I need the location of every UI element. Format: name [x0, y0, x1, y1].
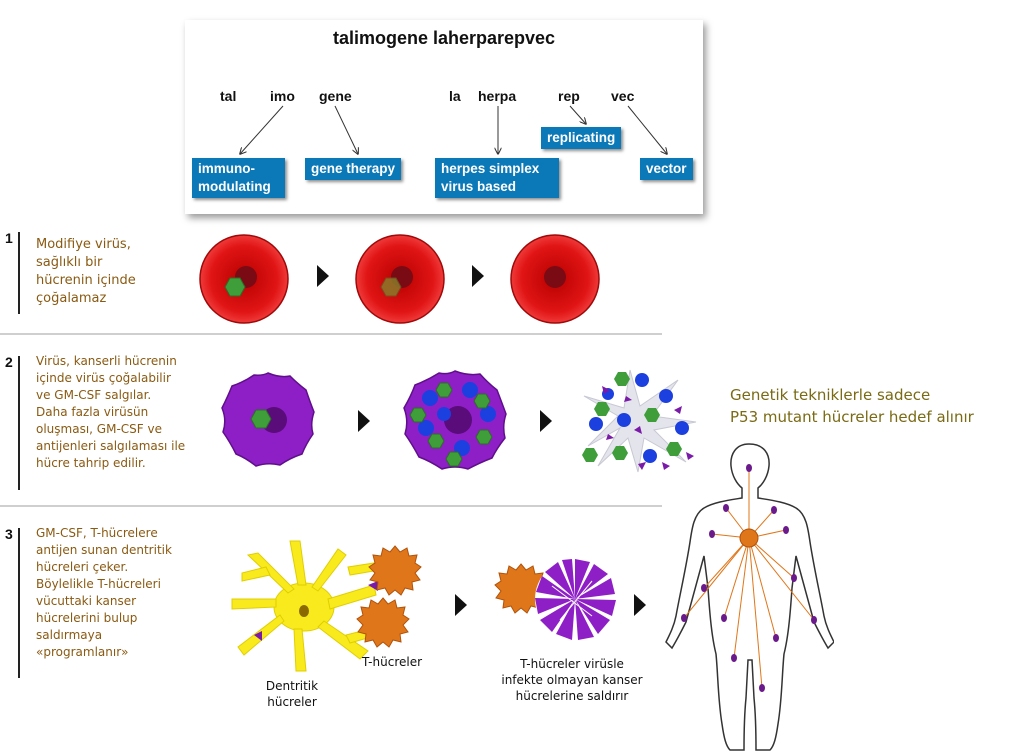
step-1-arrow-2 — [472, 265, 484, 287]
step-2-arrow-2 — [540, 410, 552, 432]
healthy-cell-with-virus — [199, 234, 289, 324]
syllable-herpa: herpa — [478, 88, 517, 104]
step-3-line: hücreleri çeker. — [36, 560, 129, 574]
box-replicating: replicating — [541, 127, 622, 149]
dendritic-label: Dentritik hücreler — [252, 678, 332, 710]
box-herpes-line-2: virus based — [441, 179, 517, 194]
healthy-cell-clear — [510, 234, 600, 324]
step-3-line: antijen sunan dentritik — [36, 543, 172, 557]
dendritic-label-line-1: Dentritik — [265, 679, 319, 693]
step-2-bar — [18, 356, 20, 490]
step-2-line: antijenleri salgılaması ile — [36, 439, 186, 453]
attack-caption-line-1: T-hücreler virüsle — [520, 657, 624, 671]
t-cell-1 — [368, 545, 422, 596]
box-immunomodulating-line-1: immuno- — [198, 161, 255, 176]
step-1-line: sağlıklı bir — [36, 255, 103, 270]
divider-2 — [0, 505, 662, 507]
header-title: talimogene laherparepvec — [332, 28, 556, 48]
step-1-bar — [18, 232, 20, 314]
step-1-arrow-1 — [317, 265, 329, 287]
box-immunomodulating: immuno- modulating — [192, 158, 285, 198]
box-gene-therapy: gene therapy — [305, 158, 402, 180]
step-3-line: hücrelerini bulup — [36, 611, 138, 625]
step-2-number: 2 — [5, 354, 13, 370]
step-3-line: «programlanır» — [36, 645, 129, 659]
human-body-outline — [665, 443, 834, 751]
box-herpes-line-1: herpes simplex — [441, 161, 540, 176]
step-2-line: oluşması, GM-CSF ve — [36, 422, 162, 436]
step-3-arrow-2 — [634, 594, 646, 616]
cancer-cell-lysed — [582, 369, 697, 473]
syllable-imo: imo — [270, 88, 295, 104]
step-3-bar — [18, 528, 20, 678]
genetic-note-line-1: Genetik tekniklerle sadece — [730, 386, 931, 404]
step-2-line: ve GM-CSF salgılar. — [36, 388, 152, 402]
step-2-text: Virüs, kanserli hücrenin içinde virüs ço… — [36, 353, 185, 472]
divider-1 — [0, 333, 662, 335]
t-cell-2 — [356, 597, 410, 648]
box-immunomodulating-line-2: modulating — [198, 179, 271, 194]
t-cell-label: T-hücreler — [361, 655, 423, 669]
healthy-cell-fading-virus — [355, 234, 445, 324]
step-3-line: GM-CSF, T-hücrelere — [36, 526, 158, 540]
step-3-line: Böylelikle T-hücreleri — [36, 577, 161, 591]
step-3-text: GM-CSF, T-hücrelere antijen sunan dentri… — [36, 525, 172, 661]
syllable-rep: rep — [558, 88, 580, 104]
attack-caption: T-hücreler virüsle infekte olmayan kanse… — [488, 656, 656, 704]
box-vector: vector — [640, 158, 693, 180]
box-herpes-simplex: herpes simplex virus based — [435, 158, 559, 198]
step-3-number: 3 — [5, 526, 13, 542]
step-3-line: vücuttaki kanser — [36, 594, 137, 608]
genetic-note: Genetik tekniklerle sadece P53 mutant hü… — [730, 384, 974, 428]
step-1-line: çoğalamaz — [36, 291, 107, 306]
step-2-arrow-1 — [358, 410, 370, 432]
syllable-la: la — [449, 88, 461, 104]
step-2-line: Virüs, kanserli hücrenin — [36, 354, 177, 368]
step-3-line: saldırmaya — [36, 628, 103, 642]
dendritic-label-line-2: hücreler — [267, 695, 317, 709]
dendritic-cell — [231, 540, 379, 672]
step-2-line: içinde virüs çoğalabilir — [36, 371, 171, 385]
attack-caption-line-3: hücrelerine saldırır — [515, 689, 629, 703]
step-1-number: 1 — [5, 230, 13, 246]
step-3-arrow-1 — [455, 594, 467, 616]
step-1-line: hücrenin içinde — [36, 273, 136, 288]
step-1-line: Modifiye virüs, — [36, 237, 131, 252]
syllable-vec: vec — [611, 88, 635, 104]
cancer-cell-replicating — [403, 370, 507, 470]
attack-caption-line-2: infekte olmayan kanser — [501, 673, 643, 687]
cancer-cell-infected — [221, 372, 315, 467]
header-connector-arrows — [0, 105, 1024, 230]
step-2-line: hücre tahrip edilir. — [36, 456, 146, 470]
t-cell-attacking — [494, 563, 548, 614]
step-1-text: Modifiye virüs, sağlıklı bir hücrenin iç… — [36, 236, 136, 308]
cancer-cell-shattered — [535, 559, 616, 640]
step-2-line: Daha fazla virüsün — [36, 405, 149, 419]
syllable-tal: tal — [220, 88, 237, 104]
genetic-note-line-2: P53 mutant hücreler hedef alınır — [730, 408, 974, 426]
syllable-gene: gene — [319, 88, 352, 104]
